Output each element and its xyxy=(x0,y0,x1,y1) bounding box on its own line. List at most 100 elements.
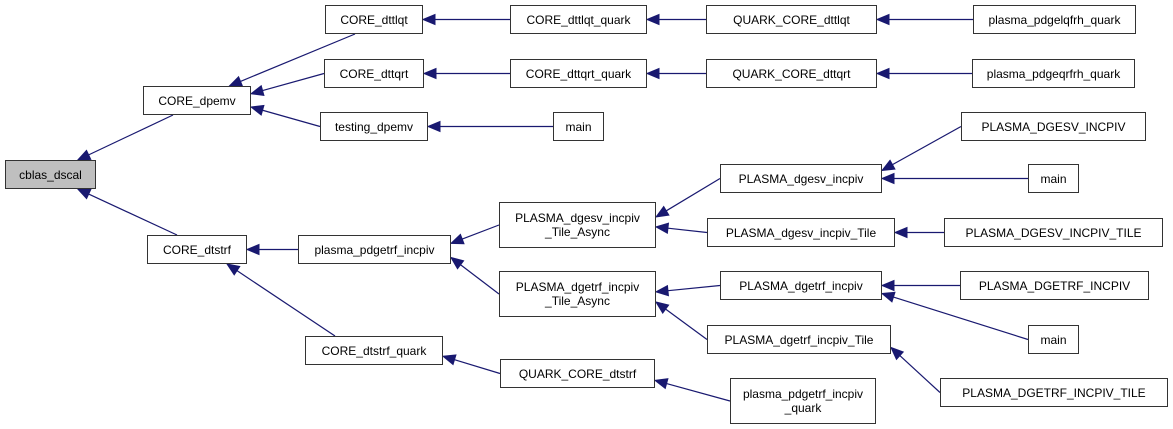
edge-core-dttqrt-to-core-dpemv xyxy=(262,72,325,92)
node-plasma-pdgetrf-incpiv[interactable]: plasma_pdgetrf_incpiv xyxy=(298,235,451,264)
arrowhead-icon xyxy=(893,226,908,239)
node-plasma-dgesv-incpiv-tile-async[interactable]: PLASMA_dgesv_incpiv _Tile_Async xyxy=(499,202,656,248)
node-main-3[interactable]: main xyxy=(1028,325,1079,354)
node-core-dttqrt[interactable]: CORE_dttqrt xyxy=(324,59,424,88)
node-core-dtstrf-quark[interactable]: CORE_dtstrf_quark xyxy=(305,336,443,365)
edge-plasma-dgesv-incpiv-tile-to-plasma-dgesv-incpiv-tile-async xyxy=(667,227,708,234)
node-cblas-dscal: cblas_dscal xyxy=(5,160,96,189)
edge-plasma-dgesv-incpiv-to-plasma-dgesv-incpiv xyxy=(892,125,962,166)
node-label: CORE_dttqrt_quark xyxy=(525,66,632,81)
arrowhead-icon xyxy=(654,301,670,315)
edge-plasma-pdgetrf-incpiv-quark-to-quark-core-dtstrf xyxy=(666,382,731,402)
arrowhead-icon xyxy=(875,13,890,26)
node-core-dpemv[interactable]: CORE_dpemv xyxy=(143,86,251,115)
node-label: CORE_dttlqt_quark xyxy=(526,12,631,27)
node-label: main xyxy=(565,119,592,134)
node-label: PLASMA_dgesv_incpiv_Tile xyxy=(725,225,877,240)
node-label: PLASMA_dgetrf_incpiv _Tile_Async xyxy=(515,280,640,308)
node-core-dttlqt[interactable]: CORE_dttlqt xyxy=(325,5,423,34)
node-label: PLASMA_DGETRF_INCPIV xyxy=(978,278,1131,293)
arrowhead-icon xyxy=(449,256,465,270)
node-label: testing_dpemv xyxy=(334,119,414,134)
arrowhead-icon xyxy=(880,279,895,292)
edge-plasma-dgesv-incpiv-to-plasma-dgesv-incpiv-tile-async xyxy=(665,177,721,212)
node-plasma-dgetrf-incpiv[interactable]: PLASMA_dgetrf_incpiv xyxy=(720,271,882,300)
node-main-1[interactable]: main xyxy=(553,112,604,141)
node-label: QUARK_CORE_dtstrf xyxy=(518,366,637,381)
node-plasma-dgesv-incpiv-tile[interactable]: PLASMA_dgesv_incpiv_Tile xyxy=(707,218,895,247)
node-plasma-pdgetrf-incpiv-quark[interactable]: plasma_pdgetrf_incpiv _quark xyxy=(730,378,876,424)
arrowhead-icon xyxy=(76,149,92,161)
arrowhead-icon xyxy=(249,104,265,116)
node-label: QUARK_CORE_dttlqt xyxy=(733,12,850,27)
arrowhead-icon xyxy=(441,354,457,366)
node-core-dttqrt-quark[interactable]: CORE_dttqrt_quark xyxy=(510,59,647,88)
node-label: CORE_dttlqt xyxy=(340,12,408,27)
node-label: PLASMA_DGESV_INCPIV xyxy=(981,119,1126,134)
edge-plasma-dgetrf-incpiv-tile-to-plasma-dgetrf-incpiv-tile-async xyxy=(665,308,708,340)
arrowhead-icon xyxy=(449,233,465,245)
node-plasma-pdgelqfrh-quark[interactable]: plasma_pdgelqfrh_quark xyxy=(973,5,1136,34)
arrowhead-icon xyxy=(654,205,670,218)
edge-core-dttlqt-to-core-dpemv xyxy=(240,33,356,82)
node-label: CORE_dtstrf xyxy=(162,242,231,257)
node-plasma-dgesv-incpiv-tile[interactable]: PLASMA_DGESV_INCPIV_TILE xyxy=(944,218,1163,247)
arrowhead-icon xyxy=(228,75,244,87)
node-label: CORE_dttqrt xyxy=(339,66,409,81)
edge-core-dtstrf-to-cblas-dscal xyxy=(88,193,178,236)
node-label: plasma_pdgelqfrh_quark xyxy=(988,12,1121,27)
node-label: PLASMA_dgesv_incpiv xyxy=(738,171,864,186)
node-plasma-dgetrf-incpiv-tile-async[interactable]: PLASMA_dgetrf_incpiv _Tile_Async xyxy=(499,271,656,317)
arrowhead-icon xyxy=(880,291,896,303)
arrowhead-icon xyxy=(654,284,670,297)
arrowhead-icon xyxy=(245,243,260,256)
node-quark-core-dtstrf[interactable]: QUARK_CORE_dtstrf xyxy=(500,359,655,388)
node-label: main xyxy=(1040,332,1067,347)
edge-plasma-dgetrf-incpiv-tile-to-plasma-dgetrf-incpiv-tile xyxy=(899,355,941,393)
node-label: PLASMA_DGESV_INCPIV_TILE xyxy=(965,225,1142,240)
arrowhead-icon xyxy=(875,67,890,80)
arrowhead-icon xyxy=(645,13,660,26)
edge-plasma-dgetrf-incpiv-to-plasma-dgetrf-incpiv-tile-async xyxy=(667,284,721,292)
edge-core-dtstrf-quark-to-core-dtstrf xyxy=(236,270,336,337)
arrowhead-icon xyxy=(225,263,241,276)
arrowhead-icon xyxy=(653,378,669,390)
node-plasma-pdgeqrfrh-quark[interactable]: plasma_pdgeqrfrh_quark xyxy=(972,59,1135,88)
node-label: cblas_dscal xyxy=(19,167,82,182)
arrowhead-icon xyxy=(421,13,436,26)
edge-core-dpemv-to-cblas-dscal xyxy=(88,114,174,156)
node-quark-core-dttlqt[interactable]: QUARK_CORE_dttlqt xyxy=(706,5,877,34)
arrowhead-icon xyxy=(880,172,895,185)
node-plasma-dgetrf-incpiv-tile[interactable]: PLASMA_dgetrf_incpiv_Tile xyxy=(707,325,891,354)
node-label: plasma_pdgetrf_incpiv _quark xyxy=(742,387,864,415)
arrowhead-icon xyxy=(890,346,905,361)
node-core-dttlqt-quark[interactable]: CORE_dttlqt_quark xyxy=(510,5,647,34)
arrowhead-icon xyxy=(426,120,441,133)
node-label: CORE_dpemv xyxy=(158,93,236,108)
node-plasma-dgetrf-incpiv[interactable]: PLASMA_DGETRF_INCPIV xyxy=(960,271,1149,300)
arrowhead-icon xyxy=(76,188,92,200)
node-label: main xyxy=(1040,171,1067,186)
arrowhead-icon xyxy=(880,159,896,172)
edge-plasma-dgesv-incpiv-tile-async-to-plasma-pdgetrf-incpiv xyxy=(461,224,500,240)
arrowhead-icon xyxy=(654,222,670,234)
node-label: PLASMA_dgesv_incpiv _Tile_Async xyxy=(515,211,640,239)
node-label: PLASMA_dgetrf_incpiv_Tile xyxy=(724,332,874,347)
node-testing-dpemv[interactable]: testing_dpemv xyxy=(320,112,428,141)
node-plasma-dgesv-incpiv[interactable]: PLASMA_dgesv_incpiv xyxy=(720,164,882,193)
node-quark-core-dttqrt[interactable]: QUARK_CORE_dttqrt xyxy=(706,59,877,88)
edge-plasma-dgetrf-incpiv-tile-async-to-plasma-pdgetrf-incpiv xyxy=(460,264,500,295)
edge-quark-core-dtstrf-to-core-dtstrf-quark xyxy=(454,359,501,375)
node-label: CORE_dtstrf_quark xyxy=(321,343,427,358)
node-core-dtstrf[interactable]: CORE_dtstrf xyxy=(147,235,247,264)
node-label: PLASMA_DGETRF_INCPIV_TILE xyxy=(962,385,1146,400)
node-label: plasma_pdgetrf_incpiv xyxy=(314,242,435,257)
node-main-2[interactable]: main xyxy=(1028,164,1079,193)
edge-main-3-to-plasma-dgetrf-incpiv xyxy=(893,296,1029,341)
node-plasma-dgesv-incpiv[interactable]: PLASMA_DGESV_INCPIV xyxy=(961,112,1146,141)
node-plasma-dgetrf-incpiv-tile[interactable]: PLASMA_DGETRF_INCPIV_TILE xyxy=(940,378,1168,407)
node-label: QUARK_CORE_dttqrt xyxy=(732,66,851,81)
arrowhead-icon xyxy=(249,84,265,96)
